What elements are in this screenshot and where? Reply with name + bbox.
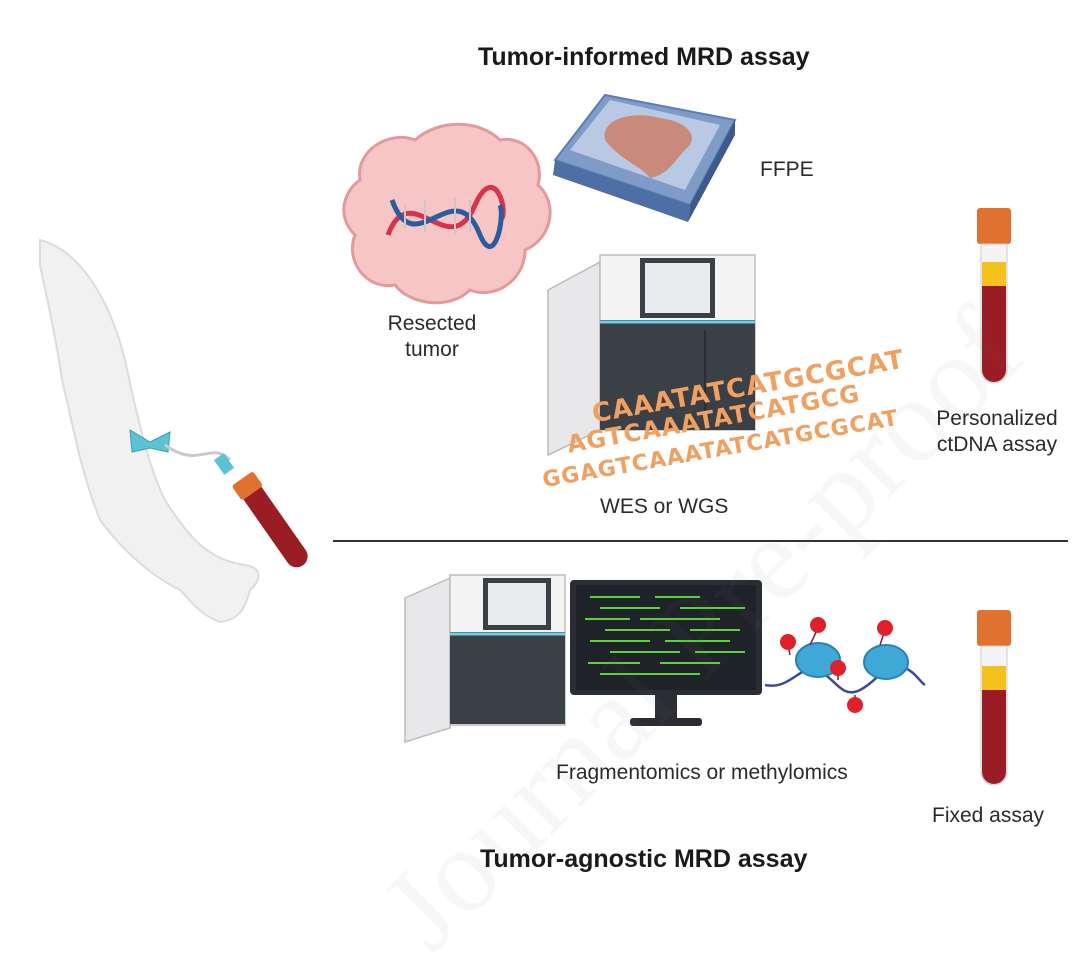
label-fragmentomics: Fragmentomics or methylomics	[556, 761, 848, 784]
label-personalized-line1: Personalized	[936, 407, 1058, 430]
personalized-blood-tube	[977, 208, 1011, 384]
arm-blood-tube	[232, 472, 308, 568]
header-tumor-agnostic: Tumor-agnostic MRD assay	[480, 845, 808, 873]
ffpe-block	[553, 93, 737, 222]
butterfly-needle	[129, 429, 235, 475]
nucleosome-methylation	[764, 617, 926, 713]
tumor-illustration	[342, 122, 552, 305]
arm-illustration	[39, 238, 260, 624]
sequencer-bottom	[404, 574, 566, 744]
label-personalized-line2: ctDNA assay	[936, 433, 1058, 456]
monitor	[570, 580, 762, 726]
label-wes-wgs: WES or WGS	[600, 495, 729, 518]
label-fixed-assay: Fixed assay	[932, 804, 1045, 827]
diagram-canvas	[39, 93, 1068, 786]
fixed-blood-tube	[977, 610, 1011, 786]
header-tumor-informed: Tumor-informed MRD assay	[478, 43, 810, 71]
label-ffpe: FFPE	[760, 158, 814, 181]
label-resected-line2: tumor	[405, 338, 459, 361]
label-resected-tumor: Resected tumor	[372, 311, 492, 363]
label-resected-line1: Resected	[387, 312, 477, 335]
sequencer-top	[547, 254, 756, 457]
label-personalized-assay: Personalized ctDNA assay	[922, 406, 1072, 458]
